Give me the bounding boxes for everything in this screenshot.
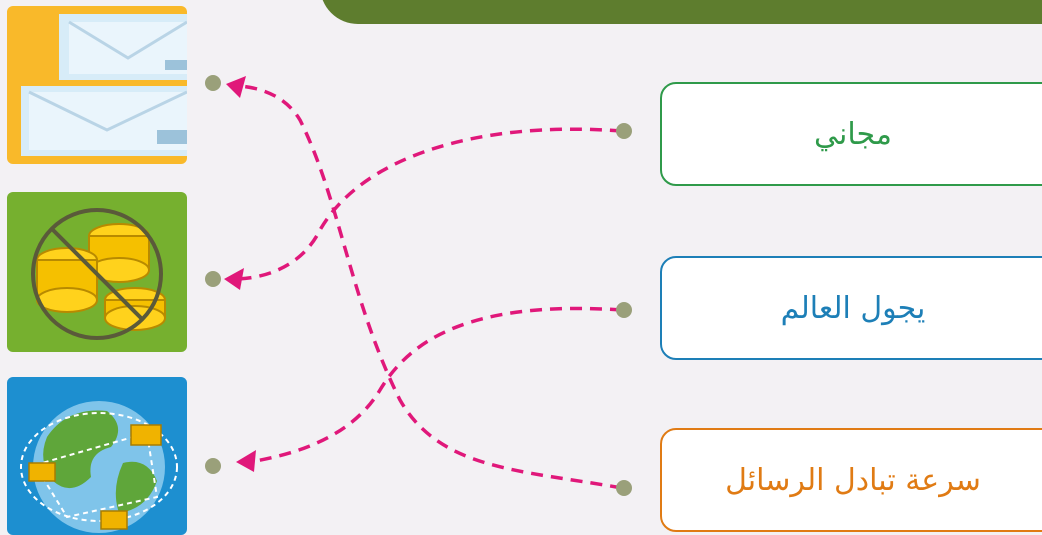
- label-box-world: يجول العالم: [660, 256, 1042, 360]
- dot: [205, 458, 221, 474]
- dot: [616, 123, 632, 139]
- connector-speed-to-mail: [239, 84, 623, 490]
- header-bar: [320, 0, 1042, 24]
- label-free: مجاني: [814, 116, 892, 152]
- tile-mail: [7, 6, 187, 164]
- globe-mail-icon: [7, 377, 187, 535]
- no-coins-icon: [7, 192, 187, 352]
- dot: [205, 75, 221, 91]
- label-box-free: مجاني: [660, 82, 1042, 186]
- arrowhead: [226, 76, 246, 98]
- arrowhead: [224, 268, 244, 290]
- mail-envelopes-icon: [7, 6, 187, 164]
- label-message-speed: سرعة تبادل الرسائل: [725, 462, 981, 498]
- label-roams-world: يجول العالم: [780, 290, 926, 326]
- tile-globe: [7, 377, 187, 535]
- dot: [205, 271, 221, 287]
- arrowhead: [236, 450, 256, 472]
- connector-free-to-coins: [237, 127, 623, 281]
- label-box-speed: سرعة تبادل الرسائل: [660, 428, 1042, 532]
- tile-no-coins: [7, 192, 187, 352]
- dot: [616, 302, 632, 318]
- connector-world-to-globe: [249, 306, 623, 464]
- dot: [616, 480, 632, 496]
